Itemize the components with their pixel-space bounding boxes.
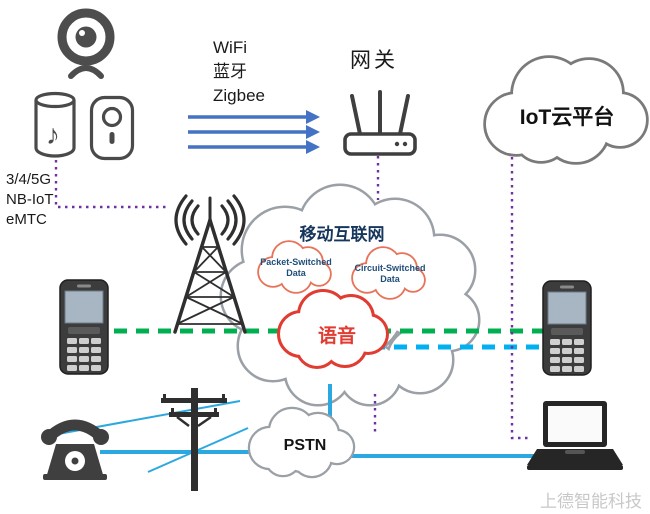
- cellular-techs-label: 3/4/5G NB-IoT eMTC: [6, 170, 54, 230]
- packet-switched-label: Packet-Switched Data: [260, 257, 332, 278]
- wireless-arrows-icon: [188, 110, 320, 154]
- watermark: 上德智能科技: [540, 492, 642, 511]
- gateway-router-icon: [343, 90, 417, 156]
- cell-tower-icon: [173, 194, 247, 334]
- wireless-protocol-wifi: WiFi: [213, 38, 247, 57]
- purple-dotted-links: [54, 150, 531, 440]
- utility-pole-icon: [161, 388, 227, 491]
- purple-link-devices-tower: [54, 160, 167, 209]
- wireless-protocols-label: WiFi 蓝牙 Zigbee: [213, 36, 265, 108]
- cellular-tech-emtc: eMTC: [6, 211, 47, 228]
- voice-cloud-label: 语音: [317, 326, 356, 347]
- cellular-tech-nbiot: NB-IoT: [6, 191, 54, 208]
- music-note-icon: ♪: [46, 119, 60, 150]
- camera-icon: [57, 8, 115, 79]
- smart-lock-icon: [89, 95, 135, 161]
- wireless-protocol-bluetooth: 蓝牙: [213, 62, 247, 81]
- wireless-protocol-zigbee: Zigbee: [213, 86, 265, 105]
- cellular-tech-345g: 3/4/5G: [6, 171, 52, 188]
- mobile-internet-label: 移动互联网: [299, 225, 385, 244]
- telephone-icon: [41, 419, 109, 480]
- smart-speaker-icon: ♪: [34, 91, 76, 158]
- gateway-label: 网关: [350, 49, 398, 72]
- radio-waves-icon: [174, 194, 246, 246]
- mobile-phone-right-icon: [542, 280, 592, 376]
- mobile-phone-left-icon: [59, 279, 109, 375]
- circuit-switched-label: Circuit-Switched Data: [354, 263, 426, 284]
- pstn-label: PSTN: [283, 437, 327, 454]
- iot-cloud-label: IoT云平台: [519, 106, 615, 129]
- laptop-icon: [527, 401, 623, 470]
- purple-link-iotcloud-laptop: [510, 150, 531, 440]
